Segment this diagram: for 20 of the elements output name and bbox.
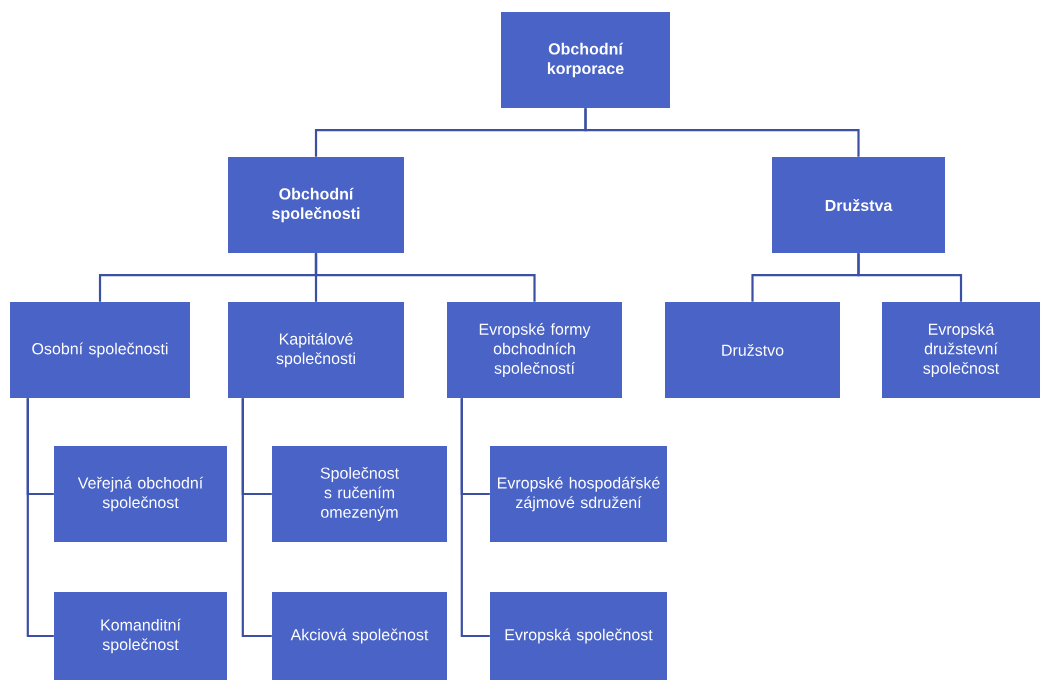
box: Akciová společnost bbox=[272, 592, 447, 680]
connector bbox=[26, 398, 54, 638]
box: Družstva bbox=[772, 157, 945, 253]
connector bbox=[460, 398, 490, 638]
connector bbox=[241, 398, 272, 638]
box: Evropská družstevní společnost bbox=[882, 302, 1040, 398]
box: Komanditní společnost bbox=[54, 592, 227, 680]
box: Evropské hospodářské zájmové sdružení bbox=[490, 446, 667, 542]
box: Družstvo bbox=[665, 302, 840, 398]
box: Evropská společnost bbox=[490, 592, 667, 680]
connector bbox=[314, 253, 536, 302]
box: Kapitálové společnosti bbox=[228, 302, 404, 398]
box: Veřejná obchodní společnost bbox=[54, 446, 227, 542]
box: Obchodní společnosti bbox=[228, 157, 404, 253]
box: Osobní společnosti bbox=[10, 302, 190, 398]
box: Společnost s ručením omezeným bbox=[272, 446, 447, 542]
connector bbox=[857, 253, 963, 302]
box: Evropské formy obchodních společností bbox=[447, 302, 622, 398]
connector bbox=[584, 108, 860, 157]
box: Obchodní korporace bbox=[501, 12, 670, 108]
